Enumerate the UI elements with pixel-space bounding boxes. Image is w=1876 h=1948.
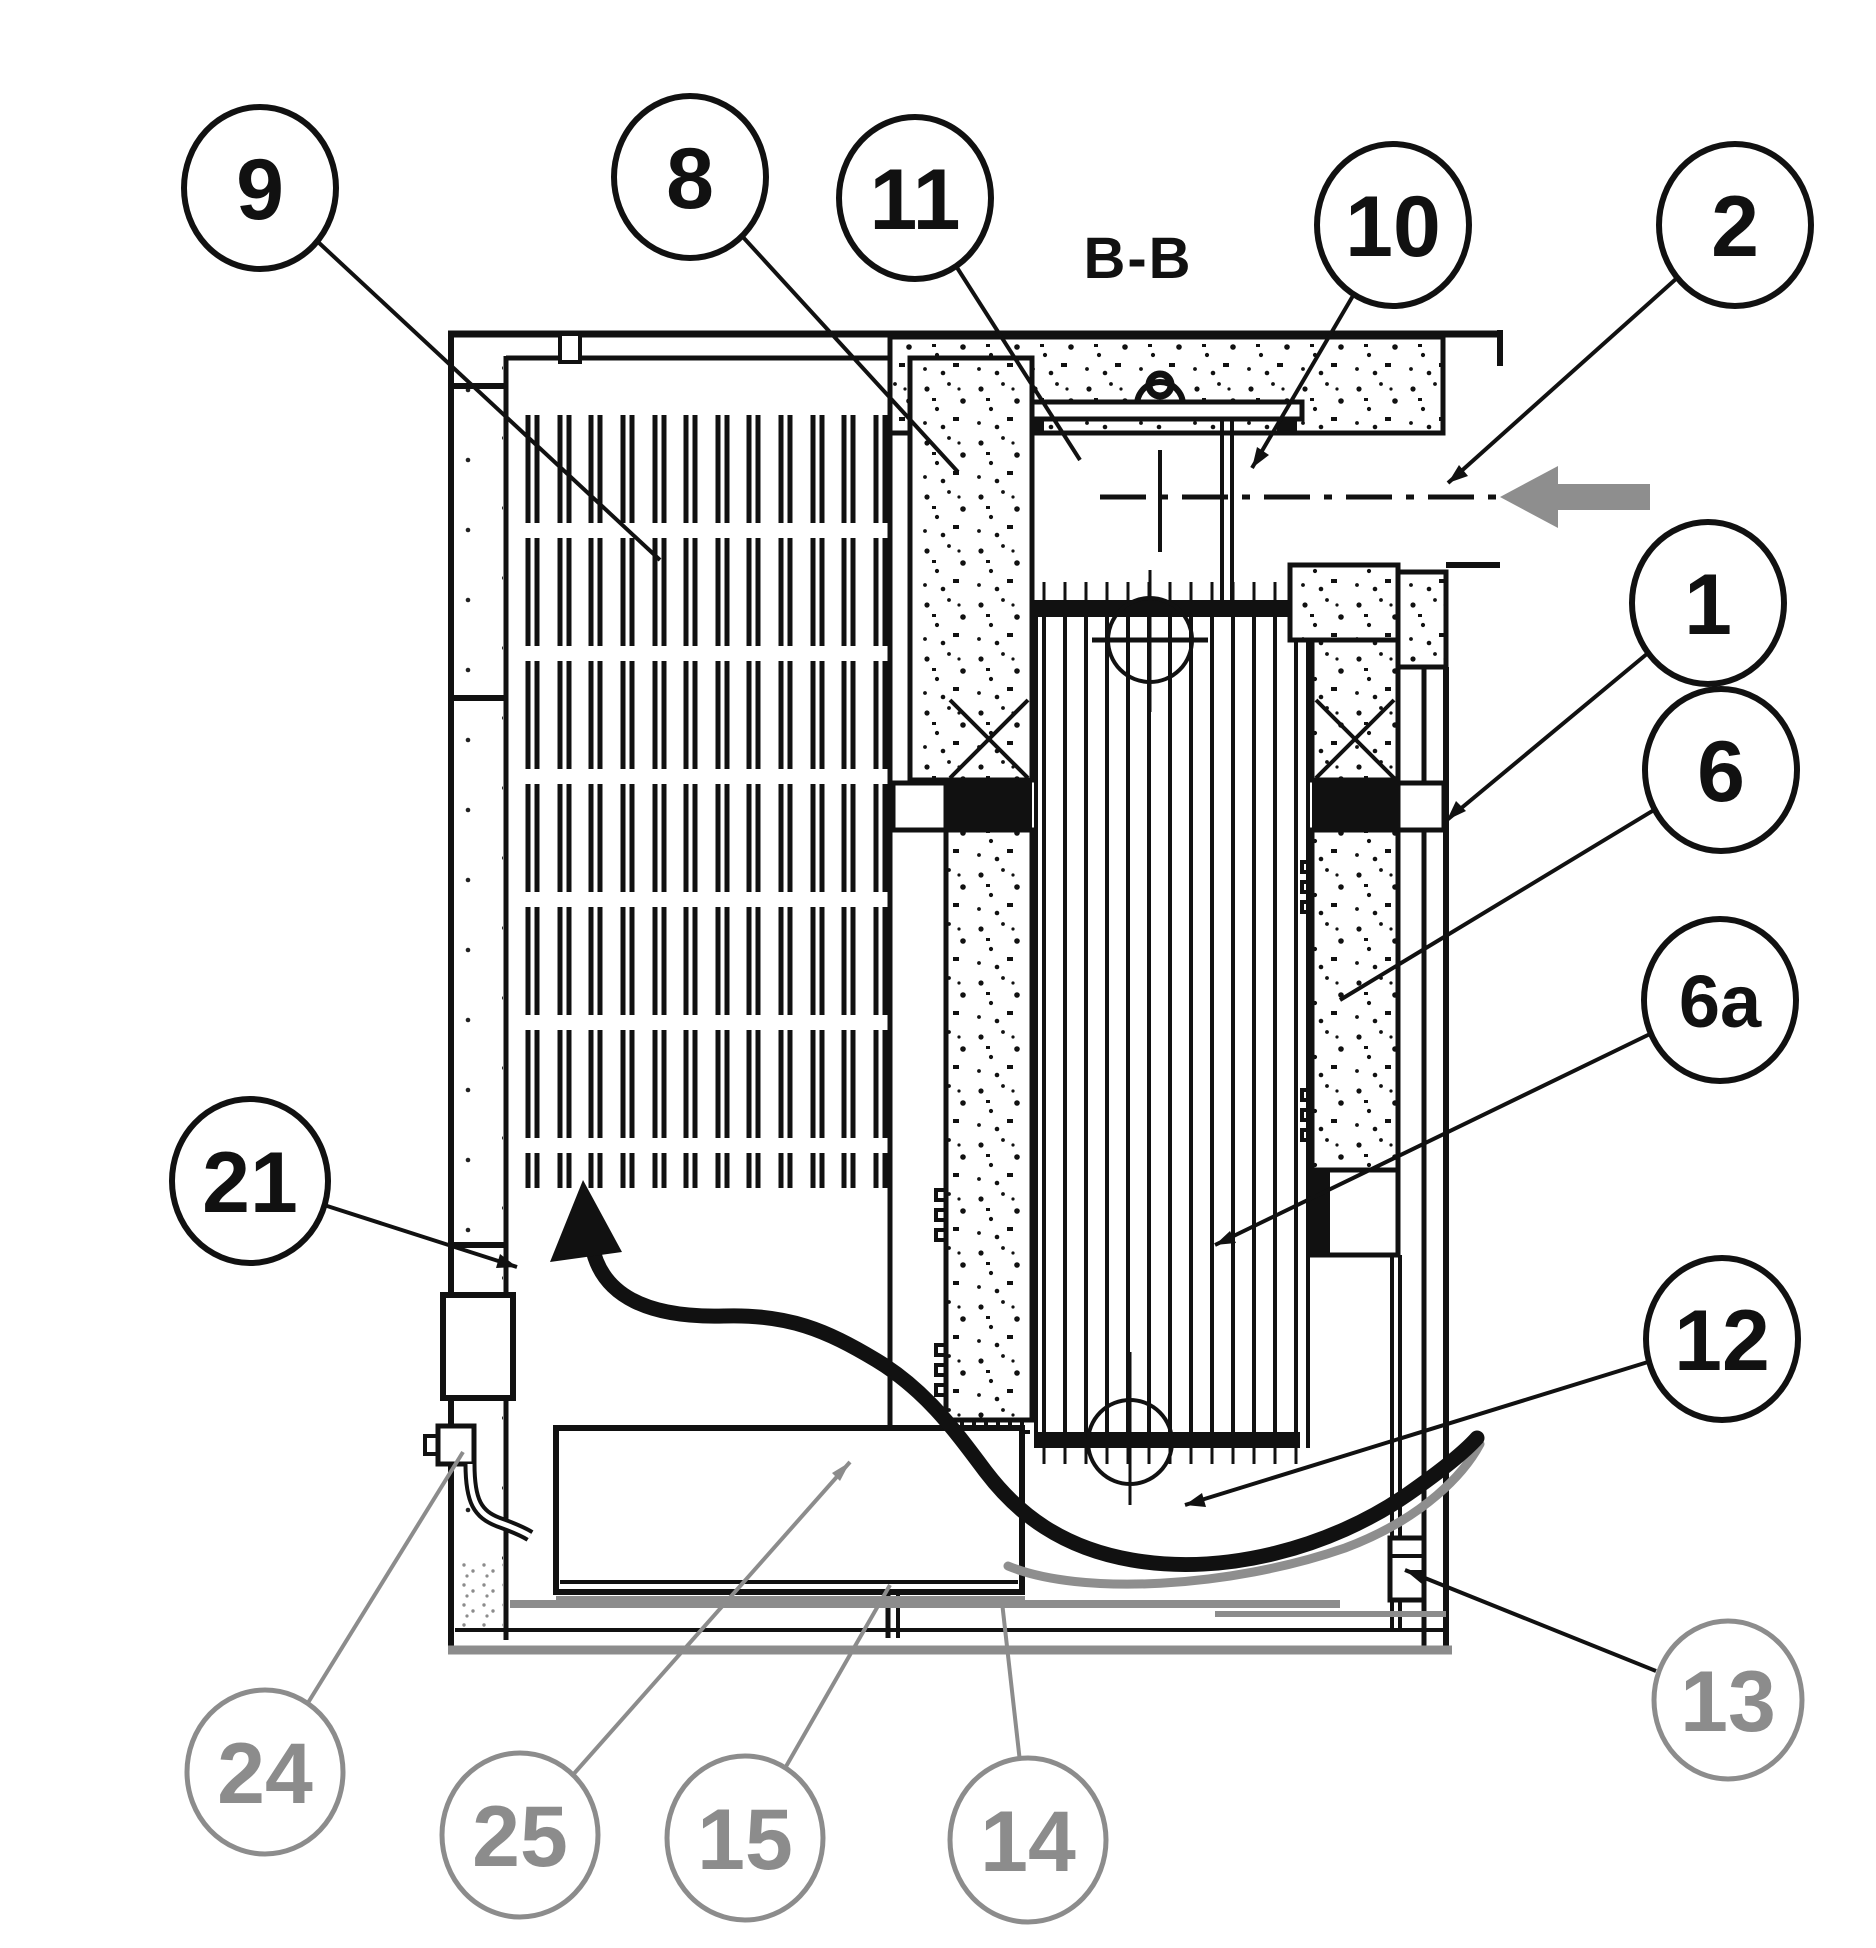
svg-text:11: 11 bbox=[870, 152, 961, 248]
svg-text:6: 6 bbox=[1697, 724, 1745, 820]
hinge-ring-icon bbox=[1145, 370, 1175, 400]
combustion-flow-arrow-icon bbox=[550, 1180, 1485, 1589]
svg-text:1: 1 bbox=[1684, 557, 1732, 653]
leader-15 bbox=[782, 1584, 892, 1771]
firebox-baffle-slats bbox=[528, 415, 885, 1188]
leader-21 bbox=[323, 1203, 518, 1269]
heat-exchanger bbox=[1034, 570, 1310, 1505]
leader-6a bbox=[1214, 1032, 1651, 1247]
svg-text:13: 13 bbox=[1680, 1654, 1776, 1750]
svg-text:15: 15 bbox=[697, 1792, 793, 1888]
callout-10: 10 bbox=[1314, 141, 1472, 309]
leader-11 bbox=[954, 264, 1082, 462]
leader-6 bbox=[1338, 808, 1656, 1002]
callout-12: 12 bbox=[1643, 1255, 1801, 1423]
tube-bundle bbox=[1042, 580, 1298, 1466]
svg-text:24: 24 bbox=[217, 1726, 313, 1822]
svg-text:21: 21 bbox=[202, 1135, 298, 1231]
flue-centerline bbox=[1100, 450, 1652, 552]
callout-9: 9 bbox=[181, 104, 339, 272]
leader-lines-gray bbox=[304, 1450, 1022, 1779]
callout-21: 21 bbox=[169, 1096, 331, 1266]
callout-15: 15 bbox=[664, 1753, 826, 1923]
callout-8: 8 bbox=[611, 93, 769, 261]
section-title: B-B bbox=[1083, 226, 1192, 291]
svg-text:8: 8 bbox=[666, 131, 714, 227]
insulated-partition bbox=[890, 355, 1035, 1434]
right-support-column bbox=[1287, 562, 1449, 1632]
svg-text:6a: 6a bbox=[1679, 960, 1762, 1043]
ash-drawer bbox=[553, 1425, 1025, 1604]
svg-text:12: 12 bbox=[1674, 1293, 1770, 1389]
leader-arrowheads bbox=[496, 447, 1468, 1584]
leader-14 bbox=[1000, 1601, 1022, 1763]
air-inlet-box bbox=[440, 1292, 516, 1401]
callout-6a: 6a bbox=[1641, 916, 1799, 1084]
base-left-pad bbox=[455, 1562, 503, 1632]
left-wall-insulation bbox=[455, 345, 503, 1635]
base-assembly bbox=[448, 1562, 1452, 1655]
leader-9 bbox=[315, 239, 662, 562]
callout-11: 11 bbox=[836, 114, 994, 282]
leader-2 bbox=[1446, 276, 1679, 485]
leader-lines bbox=[315, 234, 1679, 1673]
callout-balloons-halftone: 13 24 25 15 14 bbox=[184, 1618, 1805, 1925]
callout-1: 1 bbox=[1629, 519, 1787, 687]
svg-text:2: 2 bbox=[1711, 179, 1759, 275]
callout-13: 13 bbox=[1651, 1618, 1805, 1782]
callout-25: 25 bbox=[439, 1750, 601, 1920]
leader-8 bbox=[740, 234, 960, 474]
svg-text:14: 14 bbox=[980, 1794, 1076, 1890]
callout-balloons: 9 8 11 10 2 1 6 6a bbox=[169, 93, 1814, 1423]
tube-top-header bbox=[1034, 600, 1300, 617]
callout-24: 24 bbox=[184, 1687, 346, 1857]
leader-24 bbox=[304, 1450, 465, 1708]
flue-draft-arrow-icon bbox=[1500, 466, 1650, 528]
top-seam-notch bbox=[558, 332, 582, 364]
svg-text:9: 9 bbox=[236, 142, 284, 238]
leader-25 bbox=[569, 1460, 852, 1779]
leader-13 bbox=[1404, 1568, 1657, 1673]
tube-section-symbol-bottom bbox=[1072, 1352, 1188, 1505]
leader-1 bbox=[1445, 651, 1650, 822]
leader-12 bbox=[1184, 1360, 1649, 1507]
leader-10 bbox=[1250, 292, 1356, 470]
callout-14: 14 bbox=[947, 1755, 1109, 1925]
tube-section-symbol-top bbox=[1092, 570, 1208, 712]
svg-text:10: 10 bbox=[1345, 179, 1441, 275]
svg-text:25: 25 bbox=[472, 1789, 568, 1885]
callout-2: 2 bbox=[1656, 141, 1814, 309]
outer-casing bbox=[448, 330, 1503, 1650]
callout-6: 6 bbox=[1642, 686, 1800, 854]
